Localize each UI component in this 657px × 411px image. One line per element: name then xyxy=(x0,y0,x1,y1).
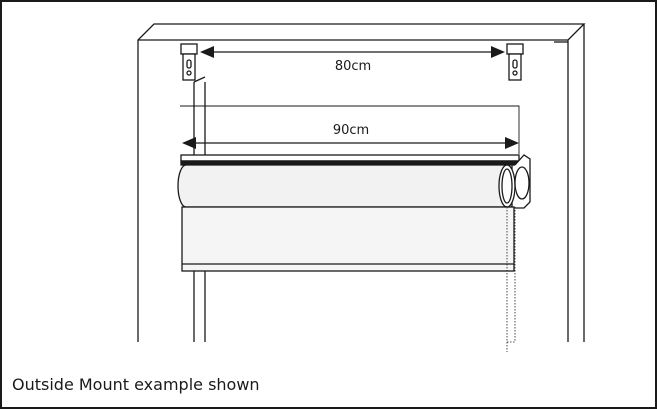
figure-caption: Outside Mount example shown xyxy=(12,375,260,394)
end-cap-icon xyxy=(514,154,531,209)
right-bracket-icon xyxy=(506,43,524,81)
headrail xyxy=(180,154,520,166)
bracket-span-label: 80cm xyxy=(335,59,371,74)
bracket-span-dimension xyxy=(200,46,505,58)
roller-tube xyxy=(177,164,516,208)
blind-width-label: 90cm xyxy=(333,123,369,138)
pull-chain xyxy=(506,207,516,352)
left-bracket-icon xyxy=(180,43,198,81)
blind-fabric xyxy=(181,206,515,272)
blind-width-dimension xyxy=(182,137,519,149)
